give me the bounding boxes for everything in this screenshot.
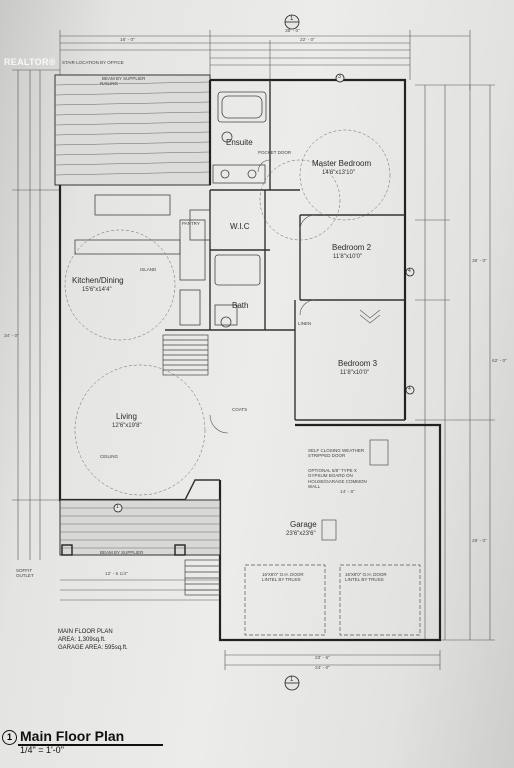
note-island: ISLAND [140,267,157,272]
room-bedroom-3-size: 11'8"x10'0" [340,370,370,376]
dim-right-overall: 62' - 0" [492,359,507,364]
summary-area: AREA: 1,309sq.ft. [58,637,106,644]
dim-top-left: 16' - 0" [120,38,135,43]
bath-fixtures [214,254,261,328]
room-kitchen-dining-size: 15'6"x14'4" [82,287,112,293]
note-self-closing-door: SELF CLOSING WEATHER STRIPPED DOOR [308,448,365,459]
note-optional-gypsum: OPTIONAL 5/8" TYPE X GYPSUM BOARD ON HOU… [308,468,367,490]
room-master-bedroom-size: 14'6"x13'10" [322,170,355,176]
room-garage-size: 23'6"x23'6" [286,531,316,537]
section-marker-top-label: 1 [290,16,294,22]
note-stair-location: STAIR LOCATION BY OFFICE [62,60,124,65]
note-railing: RAILING [100,81,119,86]
realtor-watermark: REALTOR® [4,57,56,67]
grid-marker-d: 1 [116,504,119,510]
room-living-size: 12'6"x19'8" [112,423,142,429]
bottom-dimension-lines [60,579,441,670]
kitchen-fixtures [74,194,211,326]
room-bedroom-2: Bedroom 2 [332,243,372,252]
dim-top-mid: 22' - 0" [300,38,315,43]
note-coats: COATS [232,407,248,412]
room-bath: Bath [232,301,249,310]
floor-plan-summary: MAIN FLOOR PLAN AREA: 1,309sq.ft. GARAGE… [58,628,128,652]
dim-garage-width: 23' - 6" [315,656,330,661]
dim-deck-width: 12' - 5 1/4" [105,572,128,577]
left-dimension-lines [12,69,60,560]
section-markers [113,14,415,691]
note-beam-front: BEAM BY SUPPLIER [100,550,144,555]
grid-marker-a: 3 [338,74,341,80]
room-ensuite: Ensuite [226,138,253,147]
room-garage: Garage [290,520,317,529]
rear-deck [54,74,211,186]
dim-top-overall: 38' - 0" [285,29,300,34]
dim-left-overall: 34' - 0" [4,334,19,339]
note-garage-door-right: 16'X8'0" O.H. DOOR LINTEL BY TRUSS [345,572,387,583]
note-pocket-door: POCKET DOOR [258,150,292,155]
interior-walls [165,80,405,421]
room-wic: W.I.C [230,222,250,231]
summary-garage-area: GARAGE AREA: 595sq.ft. [58,645,128,652]
right-dimension-lines [415,84,495,641]
door-swings [209,159,381,434]
stairs [162,334,209,376]
dim-bottom-overall: 24' - 0" [315,666,330,671]
dim-right-upper: 36' - 0" [472,259,487,264]
dim-right-lower: 26' - 0" [472,539,487,544]
dim-front-width: 14' - 6" [340,490,355,495]
top-dimension-lines [59,30,471,90]
room-kitchen-dining: Kitchen/Dining [72,276,124,285]
lighting-layout [64,129,391,496]
note-beam-rear: BEAM BY SUPPLIER [102,76,146,81]
note-ceiling: CEILING [100,454,119,459]
drawing-scale: 1/4" = 1'-0" [20,745,64,755]
grid-marker-c: 4 [408,386,411,392]
note-pantry: PANTRY [182,221,200,226]
note-linen: LINEN [298,321,312,326]
room-bedroom-2-size: 11'8"x10'0" [333,254,363,260]
title-underline [18,744,163,746]
room-living: Living [116,412,137,421]
summary-heading: MAIN FLOOR PLAN [58,629,113,635]
grid-marker-b: 4 [408,268,411,274]
note-garage-door-left: 16'X8'0" O.H. DOOR LINTEL BY TRUSS [262,572,304,583]
front-deck [59,499,221,596]
room-master-bedroom: Master Bedroom [312,159,372,168]
drawing-number-badge: 1 [2,730,17,745]
ensuite-fixtures [212,91,267,184]
note-soffit-outlet: SOFFIT OUTLET [16,568,34,579]
drawing-title: Main Floor Plan [20,728,125,744]
room-bedroom-3: Bedroom 3 [338,359,378,368]
section-marker-bottom-label: 1 [290,677,294,683]
